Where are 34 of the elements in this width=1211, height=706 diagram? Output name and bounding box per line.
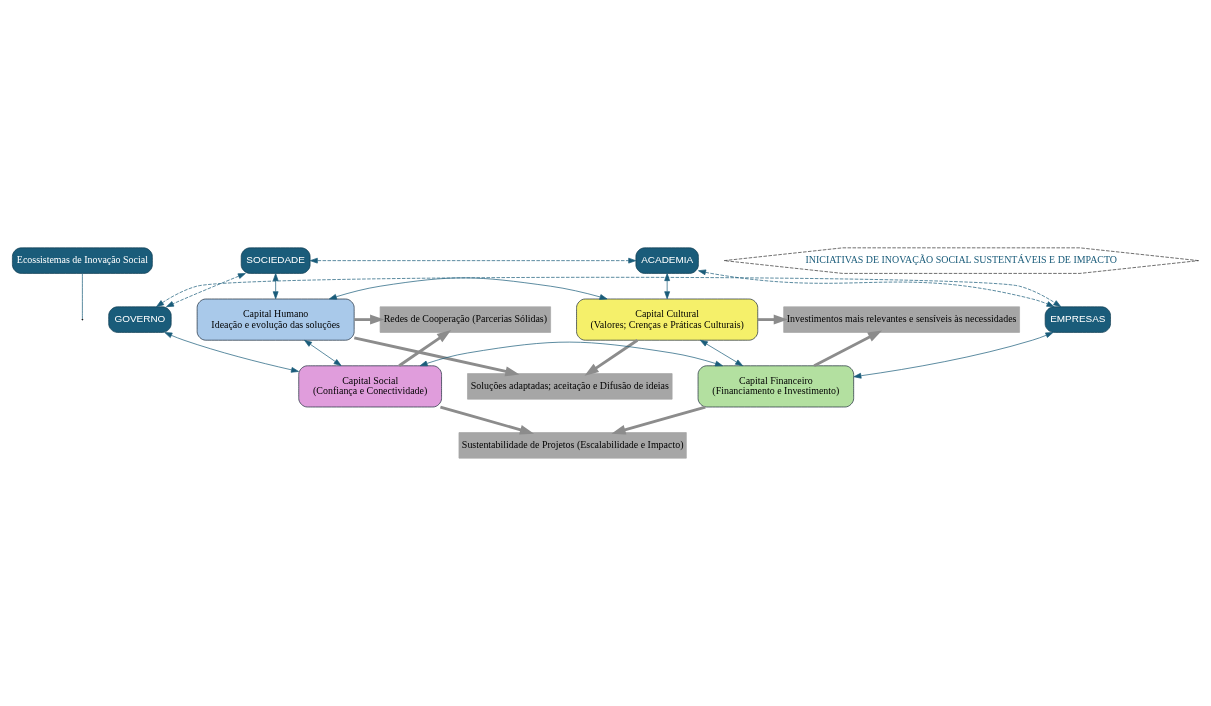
arrow bbox=[353, 336, 520, 377]
arrow bbox=[419, 341, 723, 367]
arrow bbox=[304, 339, 342, 366]
node-box: Investimentos mais relevantes e sensíveis às necessidades bbox=[783, 306, 1020, 333]
arrow bbox=[813, 330, 883, 368]
connector bbox=[82, 273, 83, 320]
node-box: Capital Social (Confiança e Conectividade) bbox=[298, 365, 442, 408]
arrow bbox=[664, 273, 670, 300]
node-box: Capital Humano Ideação e evolução das soluções bbox=[196, 298, 355, 341]
arrow bbox=[698, 269, 1055, 308]
node-box: Capital Cultural (Valores; Crenças e Práticas Culturais) bbox=[576, 298, 759, 341]
arrow bbox=[853, 332, 1054, 379]
node-box: Soluções adaptadas; aceitação e Difusão de ideias bbox=[467, 373, 673, 400]
arrow bbox=[156, 276, 1062, 307]
arrow bbox=[164, 332, 299, 373]
node-box: Redes de Cooperação (Parcerias Sólidas) bbox=[379, 306, 551, 333]
arrow bbox=[398, 330, 452, 367]
node-box: Capital Financeiro (Financiamento e Investimento) bbox=[697, 365, 854, 408]
arrow bbox=[309, 257, 637, 264]
node-box: ACADEMIA bbox=[635, 247, 699, 274]
arrow bbox=[166, 273, 246, 308]
node-box: Sustentabilidade de Projetos (Escalabilidade e Impacto) bbox=[458, 432, 687, 459]
arrow bbox=[272, 273, 279, 300]
arrow bbox=[584, 339, 639, 376]
node-box: GOVERNO bbox=[108, 306, 172, 333]
node-box: SOCIEDADE bbox=[240, 247, 311, 274]
arrow bbox=[354, 314, 385, 325]
node-box: Ecossistemas de Inovação Social bbox=[12, 247, 153, 274]
node-box: EMPRESAS bbox=[1044, 306, 1111, 333]
arrow bbox=[757, 314, 788, 325]
arrow bbox=[611, 405, 706, 435]
arrow bbox=[440, 405, 535, 435]
arrow bbox=[329, 277, 608, 300]
arrow bbox=[700, 339, 744, 367]
